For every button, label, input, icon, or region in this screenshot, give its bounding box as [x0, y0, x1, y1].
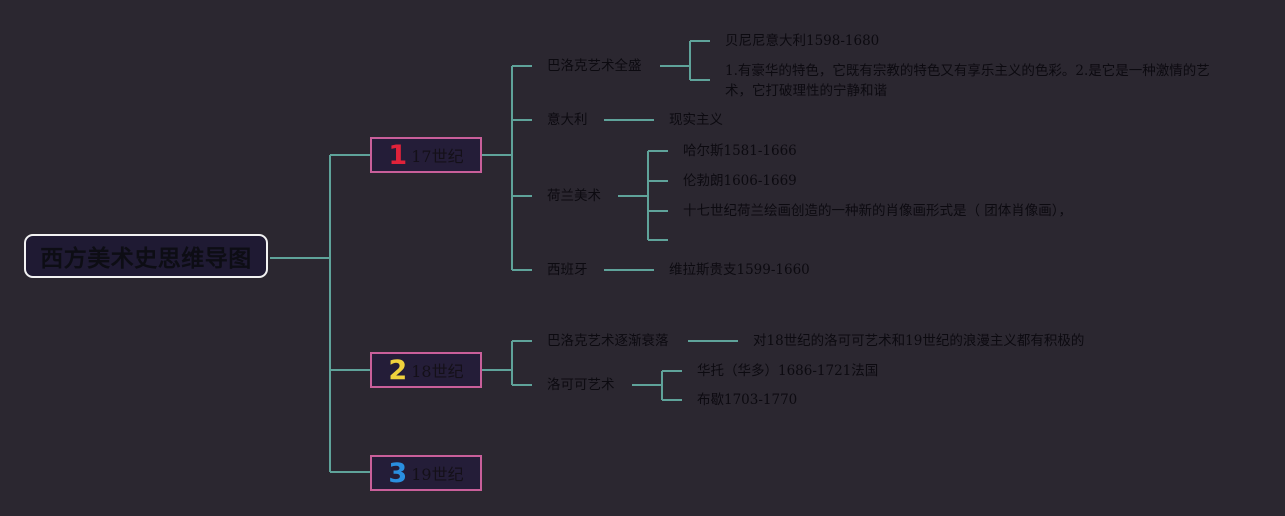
- leaf-group-portrait[interactable]: 十七世纪荷兰绘画创造的一种新的肖像画形式是（ 团体肖像画），: [683, 203, 1073, 219]
- root-title: 西方美术史思维导图: [40, 246, 252, 272]
- century-node-19[interactable]: 3 19世纪: [370, 455, 482, 491]
- leaf-realism[interactable]: 现实主义: [669, 112, 723, 128]
- topic-spain[interactable]: 西班牙: [547, 262, 588, 278]
- topic-baroque-decline[interactable]: 巴洛克艺术逐渐衰落: [547, 333, 669, 349]
- number-badge-2: 2: [388, 354, 408, 386]
- number-badge-1: 1: [388, 139, 408, 171]
- leaf-rembrandt[interactable]: 伦勃朗1606-1669: [683, 173, 797, 189]
- leaf-bernini[interactable]: 贝尼尼意大利1598-1680: [725, 33, 880, 49]
- century-label: 19世纪: [411, 465, 464, 484]
- number-badge-3: 3: [388, 457, 408, 489]
- century-label: 17世纪: [411, 147, 464, 166]
- leaf-velazquez[interactable]: 维拉斯贵支1599-1660: [669, 262, 810, 278]
- topic-rococo[interactable]: 洛可可艺术: [547, 377, 615, 393]
- topic-dutch-art[interactable]: 荷兰美术: [547, 188, 601, 204]
- root-node[interactable]: 西方美术史思维导图: [24, 234, 268, 278]
- topic-italy[interactable]: 意大利: [547, 112, 588, 128]
- leaf-watteau[interactable]: 华托（华多）1686-1721法国: [697, 363, 879, 379]
- century-label: 18世纪: [411, 362, 464, 381]
- topic-baroque-peak[interactable]: 巴洛克艺术全盛: [547, 58, 642, 74]
- leaf-decline-influence[interactable]: 对18世纪的洛可可艺术和19世纪的浪漫主义都有积极的: [753, 333, 1085, 349]
- leaf-hals[interactable]: 哈尔斯1581-1666: [683, 143, 797, 159]
- leaf-baroque-features[interactable]: 1.有豪华的特色，它既有宗教的特色又有享乐主义的色彩。2.是它是一种激情的艺术，…: [725, 63, 1210, 99]
- century-node-18[interactable]: 2 18世纪: [370, 352, 482, 388]
- leaf-boucher[interactable]: 布歇1703-1770: [697, 392, 798, 408]
- century-node-17[interactable]: 1 17世纪: [370, 137, 482, 173]
